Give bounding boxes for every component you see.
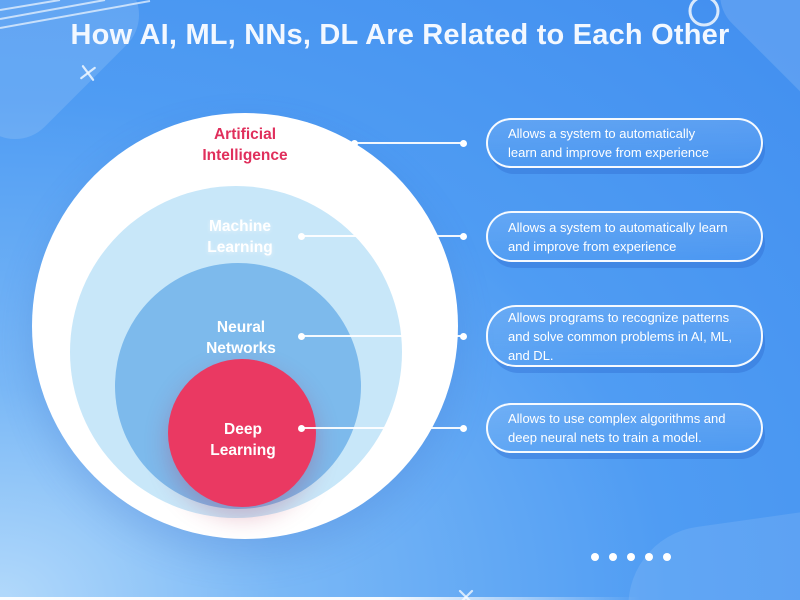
connector-dot-start: [298, 424, 305, 432]
callout-text: Allows to use complex algorithms and dee…: [508, 411, 726, 445]
callout-deep-learning: Allows to use complex algorithms and dee…: [486, 403, 763, 453]
circle-deep-learning: [168, 359, 316, 507]
diagonal-lines-decoration: [0, 0, 151, 29]
connector-line: [303, 335, 462, 337]
connector-dot-end: [460, 232, 467, 240]
pagination-dot[interactable]: [663, 553, 671, 561]
callout-artificial-intelligence: Allows a system to automatically learn a…: [486, 118, 763, 168]
pagination-dot[interactable]: [627, 553, 635, 561]
connector-artificial-intelligence: [351, 139, 467, 147]
label-deep-learning: Deep Learning: [210, 421, 276, 459]
label-artificial-intelligence: Artificial Intelligence: [202, 126, 288, 164]
corner-blob-bottom-right: [618, 479, 800, 600]
pagination-dot[interactable]: [645, 553, 653, 561]
connector-dot-start: [298, 232, 305, 240]
ring-icon: [688, 0, 720, 27]
pagination-dot[interactable]: [609, 553, 617, 561]
pagination-dot[interactable]: [591, 553, 599, 561]
connector-machine-learning: [298, 232, 467, 240]
callout-neural-networks: Allows programs to recognize patterns an…: [486, 305, 763, 367]
connector-dot-end: [460, 139, 467, 147]
label-neural-networks: Neural Networks: [206, 319, 276, 357]
label-machine-learning: Machine Learning: [207, 218, 273, 256]
connector-line: [356, 142, 462, 144]
bottom-edge-strip: [0, 597, 640, 600]
connector-deep-learning: [298, 424, 467, 432]
x-icon: [80, 65, 96, 81]
callout-text: Allows programs to recognize patterns an…: [508, 309, 732, 363]
connector-line: [303, 235, 462, 237]
callout-text: Allows a system to automatically learn a…: [508, 126, 709, 160]
connector-neural-networks: [298, 332, 467, 340]
connector-dot-end: [460, 424, 467, 432]
pagination-dots: [591, 553, 671, 561]
connector-dot-start: [351, 139, 358, 147]
callout-machine-learning: Allows a system to automatically learn a…: [486, 211, 763, 262]
callout-text: Allows a system to automatically learn a…: [508, 219, 728, 254]
page-title: How AI, ML, NNs, DL Are Related to Each …: [70, 19, 730, 51]
connector-dot-start: [298, 332, 305, 340]
connector-dot-end: [460, 332, 467, 340]
connector-line: [303, 427, 462, 429]
